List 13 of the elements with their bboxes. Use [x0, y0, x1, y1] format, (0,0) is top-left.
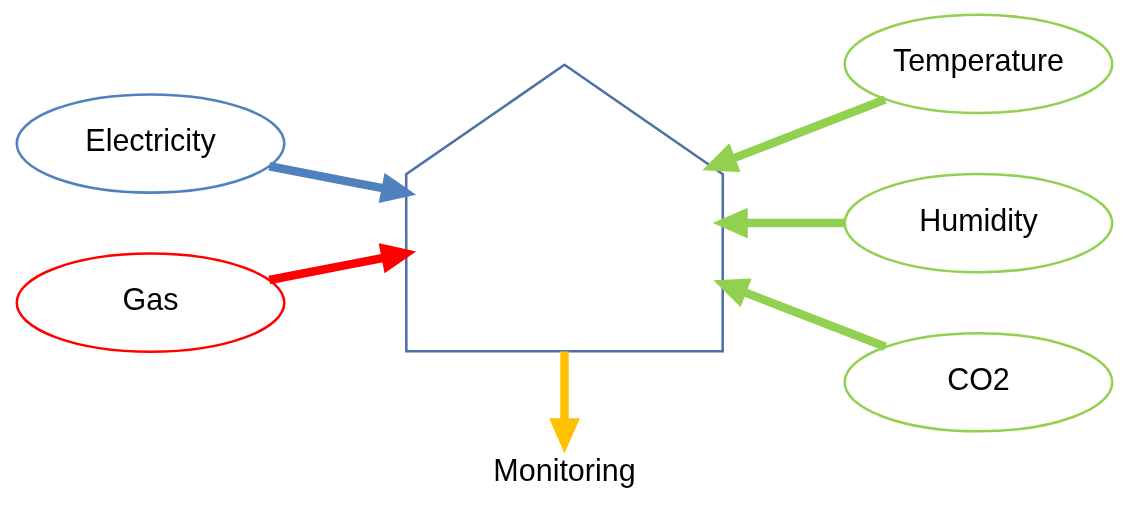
arrow [712, 278, 887, 351]
arrow [701, 95, 887, 172]
arrow [712, 207, 845, 239]
node-ellipse: Electricity [15, 93, 286, 194]
node-text: Monitoring [492, 453, 636, 488]
arrow [548, 351, 580, 454]
arrow [268, 243, 416, 285]
node-house [404, 63, 724, 353]
node-ellipse: Gas [15, 252, 286, 354]
node-ellipse: Temperature [842, 13, 1113, 115]
node-ellipse: Humidity [842, 172, 1113, 274]
node-ellipse: CO2 [842, 331, 1113, 433]
arrow [268, 162, 416, 204]
